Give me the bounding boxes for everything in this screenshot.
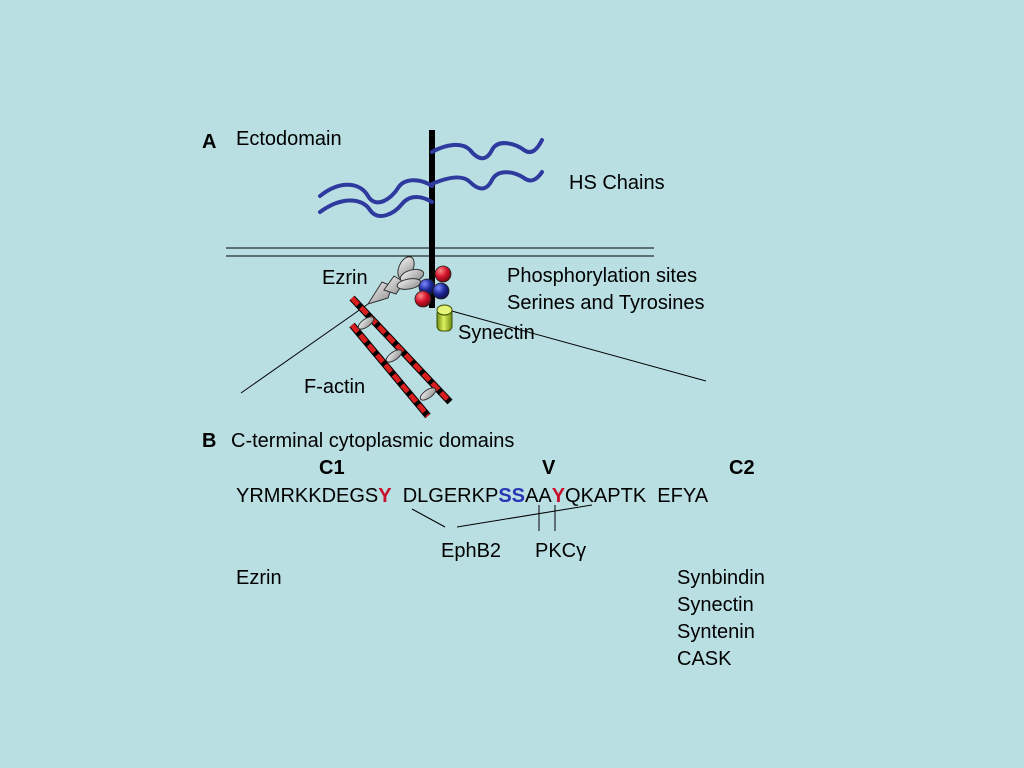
hs-chain-right-lower xyxy=(430,170,544,191)
actin-crosslink xyxy=(385,349,403,363)
ezrin-binding-label: Ezrin xyxy=(236,567,282,589)
seq-tyrosine-1: Y xyxy=(378,485,392,507)
domain-c2-label: C2 xyxy=(729,457,755,479)
seq-segment-2: DLGERKP xyxy=(402,485,499,507)
hs-chains-label: HS Chains xyxy=(569,172,665,194)
f-actin-filaments xyxy=(349,295,453,419)
panel-a-letter: A xyxy=(202,131,217,153)
hs-chains xyxy=(318,138,544,218)
seq-segment-1: YRMRKKDEGS xyxy=(236,485,379,507)
peptide-sequence: YRMRKKDEGSY DLGERKPSSAAYQKAPTK EFYA xyxy=(236,486,708,506)
panel-b-title: C-terminal cytoplasmic domains xyxy=(231,430,515,452)
synectin-molecule xyxy=(436,304,453,332)
actin-crosslink xyxy=(357,316,375,330)
zoom-line-right xyxy=(447,309,707,382)
zoom-line-left xyxy=(240,303,369,394)
seq-segment-4: EFYA xyxy=(657,485,709,507)
seq-segment-3: QKAPTK xyxy=(565,485,647,507)
synectin-label: Synectin xyxy=(458,322,535,344)
ezrin-molecule xyxy=(366,256,425,305)
seq-serines: SS xyxy=(498,485,525,507)
partner-cask: CASK xyxy=(677,648,732,670)
f-actin-label: F-actin xyxy=(304,376,366,398)
gamma-symbol: γ xyxy=(576,540,587,562)
hs-chain-left-upper xyxy=(318,178,434,205)
pkc-gamma-label: PKCγ xyxy=(535,541,586,561)
actin-crosslink xyxy=(419,387,437,401)
seq-segment-aa: AA xyxy=(525,485,552,507)
cell-membrane xyxy=(226,247,654,257)
ephb2-label: EphB2 xyxy=(441,540,502,562)
phosphorylation-sites xyxy=(414,265,452,308)
panel-b-letter: B xyxy=(202,430,217,452)
partner-syntenin: Syntenin xyxy=(677,621,755,643)
seq-tyrosine-2: Y xyxy=(551,485,566,507)
ezrin-label: Ezrin xyxy=(322,267,368,289)
phosphorylation-sites-label: Phosphorylation sites xyxy=(507,265,698,287)
domain-v-label: V xyxy=(542,457,556,479)
partner-synectin: Synectin xyxy=(677,594,754,616)
serines-tyrosines-label: Serines and Tyrosines xyxy=(507,292,705,314)
binding-site-lines xyxy=(411,504,593,531)
domain-c1-label: C1 xyxy=(319,457,345,479)
hs-chain-left-lower xyxy=(318,195,434,218)
partner-synbindin: Synbindin xyxy=(677,567,765,589)
hs-chain-right-upper xyxy=(430,138,544,161)
pkc-text: PKC xyxy=(535,540,577,562)
ectodomain-label: Ectodomain xyxy=(236,128,342,150)
